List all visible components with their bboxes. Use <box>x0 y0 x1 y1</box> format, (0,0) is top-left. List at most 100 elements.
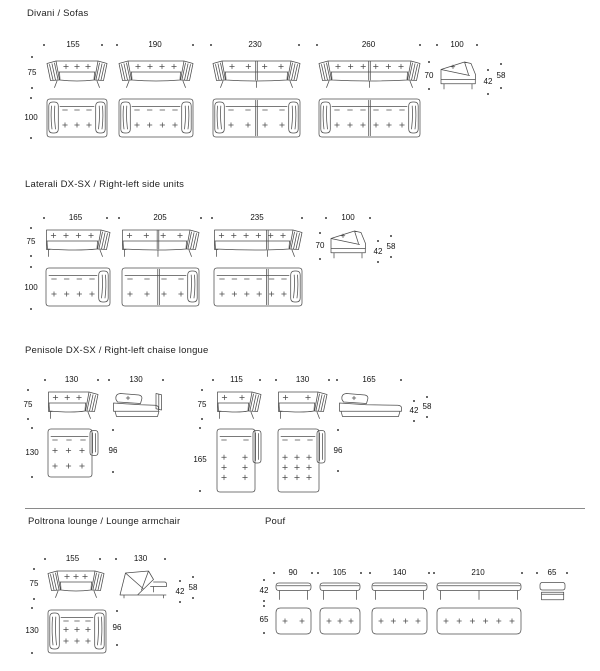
dim-tick-dot <box>311 572 313 574</box>
dim-tick-dot <box>199 427 201 429</box>
dim-tick-dot <box>297 44 300 46</box>
dim-tick-dot <box>31 607 33 609</box>
dim-tick-dot <box>426 416 428 418</box>
dim-penisole-right-top_d: 165 <box>192 427 208 492</box>
dim-value: 42 <box>373 246 383 256</box>
dim-poltrona-top_d: 130 <box>24 607 40 654</box>
section-title-sofas: Divani / Sofas <box>27 8 89 19</box>
dim-pouf-w1: 90 <box>273 568 313 578</box>
dim-tick-dot <box>212 379 214 381</box>
dim-tick-dot <box>116 610 118 612</box>
dim-tick-dot <box>500 63 502 65</box>
dim-value: 260 <box>361 40 376 49</box>
dim-tick-dot <box>30 97 32 99</box>
dim-tick-dot <box>263 605 265 607</box>
dim-tick-dot <box>337 429 339 431</box>
drawing-top-chaise-115 <box>216 428 262 493</box>
dim-penisole-right-front_w1: 115 <box>212 375 261 385</box>
dim-value: 130 <box>64 375 79 384</box>
dim-tick-dot <box>520 572 523 574</box>
dim-tick-dot <box>30 266 32 268</box>
dim-tick-dot <box>536 572 538 574</box>
dim-tick-dot <box>108 379 110 381</box>
dim-tick-dot <box>300 217 303 219</box>
dim-tick-dot <box>31 427 33 429</box>
drawing-top-sofa-190 <box>118 98 194 138</box>
dim-tick-dot <box>359 572 362 574</box>
dim-value: 42 <box>409 406 419 415</box>
dim-tick-dot <box>105 217 108 219</box>
dim-value: 165 <box>362 375 376 384</box>
drawing-side-view-side-unit <box>330 230 366 259</box>
dim-laterali-side_w: 100 <box>325 213 371 223</box>
dim-tick-dot <box>390 256 392 258</box>
dim-penisole-right-front_h: 75 <box>194 389 210 420</box>
dim-value: 100 <box>24 113 38 122</box>
dim-tick-dot <box>211 217 213 219</box>
dim-tick-dot <box>31 652 33 654</box>
drawing-top-sofa-155 <box>46 98 108 138</box>
dim-value: 100 <box>341 213 355 222</box>
dim-value: 100 <box>24 283 38 292</box>
drawing-top-pouf-210 <box>436 607 522 635</box>
drawing-front-armchair-155 <box>47 570 105 598</box>
drawing-top-pouf-140 <box>371 607 428 635</box>
dim-tick-dot <box>115 558 117 560</box>
dim-tick-dot <box>30 137 32 139</box>
dim-value: 100 <box>450 40 464 49</box>
dim-divani-w4: 260 <box>316 40 421 50</box>
dim-tick-dot <box>399 379 402 381</box>
drawing-front-pouf-210 <box>436 582 522 600</box>
dim-value: 230 <box>248 40 262 49</box>
dim-tick-dot <box>201 418 203 420</box>
drawing-front-sofa-260 <box>318 60 421 88</box>
dim-value: 58 <box>188 582 198 592</box>
dim-tick-dot <box>179 601 181 603</box>
drawing-front-side-unit-165 <box>46 229 111 257</box>
drawing-top-side-unit-165 <box>45 267 111 307</box>
dim-tick-dot <box>413 400 415 402</box>
drawing-top-side-unit-205 <box>121 267 200 307</box>
drawing-front-chaise-130-left <box>48 391 99 419</box>
dim-divani-w3: 230 <box>210 40 300 50</box>
dim-tick-dot <box>163 558 166 560</box>
dim-tick-dot <box>43 217 45 219</box>
dim-value: 70 <box>424 70 434 80</box>
drawing-front-pouf-90 <box>275 582 312 600</box>
dim-value: 96 <box>112 623 122 632</box>
drawing-side-armchair-130 <box>119 570 167 599</box>
dim-value: 210 <box>471 568 485 577</box>
dim-divani-front_h: 75 <box>24 56 40 89</box>
dim-value: 90 <box>288 568 298 577</box>
dim-poltrona-seat_d: 96 <box>109 610 125 646</box>
section-title-side-units: Laterali DX-SX / Right-left side units <box>25 179 185 190</box>
dim-value: 130 <box>129 375 143 384</box>
dim-penisole-left-side_w: 130 <box>108 375 164 385</box>
dim-value: 75 <box>23 399 33 409</box>
dim-tick-dot <box>30 308 32 310</box>
dim-laterali-w3: 235 <box>211 213 303 223</box>
drawing-front-sofa-190 <box>118 60 194 88</box>
dim-value: 105 <box>332 568 347 577</box>
dim-value: 130 <box>295 375 310 384</box>
dim-value: 165 <box>193 454 207 464</box>
dim-tick-dot <box>44 558 46 560</box>
dim-penisole-right-front_w2: 130 <box>275 375 330 385</box>
dim-value: 42 <box>259 585 269 595</box>
dim-tick-dot <box>426 396 428 398</box>
dim-divani-side_w: 100 <box>436 40 478 50</box>
dim-value: 75 <box>29 579 39 588</box>
dim-value: 42 <box>175 586 185 596</box>
dim-tick-dot <box>161 379 164 381</box>
dim-penisole-left-front_w: 130 <box>44 375 99 385</box>
drawing-front-pouf-65 <box>539 582 566 601</box>
dim-value: 65 <box>547 568 557 577</box>
dim-tick-dot <box>112 429 114 431</box>
drawing-front-chaise-130 <box>278 391 328 419</box>
dim-penisole-right-seat_h: 42 <box>406 400 422 422</box>
dim-value: 58 <box>386 241 396 251</box>
dim-value: 75 <box>197 399 207 409</box>
drawing-top-armchair-155 <box>47 609 107 654</box>
dim-tick-dot <box>31 56 33 58</box>
dim-tick-dot <box>316 44 318 46</box>
